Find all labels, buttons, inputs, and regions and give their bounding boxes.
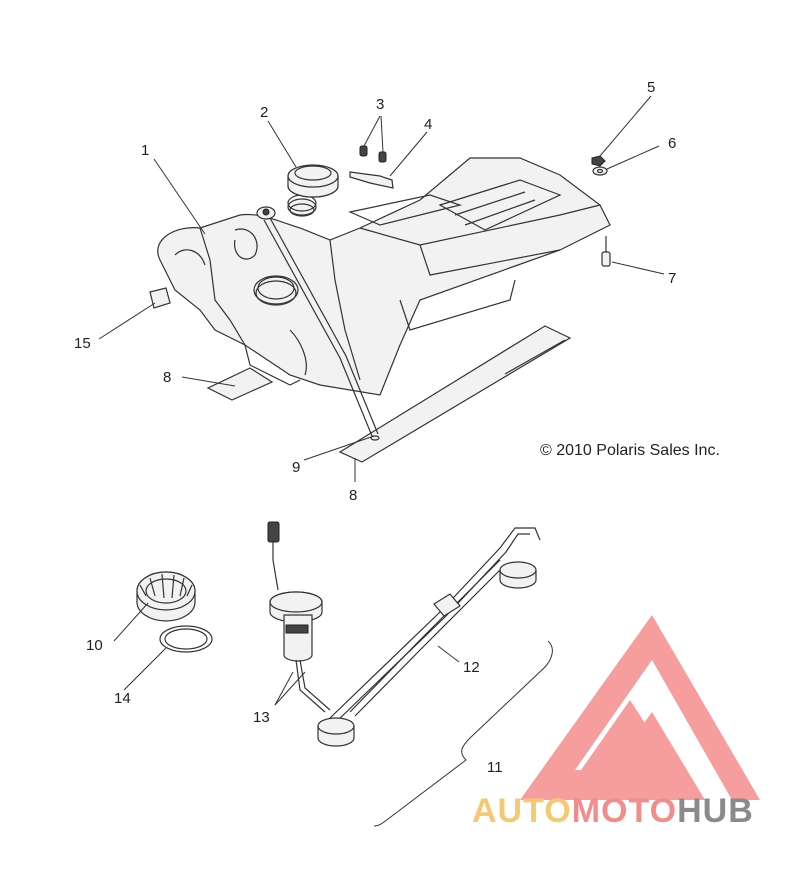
fuel-lines (317, 527, 541, 747)
bolt (601, 236, 611, 267)
pump-opening-ring (253, 275, 299, 306)
callout-10: 10 (86, 637, 103, 654)
fuel-cap (287, 164, 339, 198)
filler-neck (287, 194, 317, 217)
svg-text:AUTOMOTOHUB: AUTOMOTOHUB (472, 792, 754, 830)
callout-11: 11 (487, 759, 503, 776)
warning-label (149, 287, 171, 309)
callout-14: 14 (114, 690, 131, 707)
callout-4: 4 (424, 116, 432, 133)
vent-hose (263, 217, 380, 441)
callout-9: 9 (292, 459, 300, 476)
triangle-mg-logo-icon (520, 615, 760, 800)
callout-5: 5 (647, 79, 655, 96)
callout-3: 3 (376, 96, 384, 113)
logo-word-auto: AUTO (472, 792, 572, 830)
copyright-text: © 2010 Polaris Sales Inc. (540, 442, 720, 459)
callout-labels: 1 2 3 4 5 6 7 8 8 9 10 11 12 13 14 15 (74, 79, 676, 776)
logo-wordmark: AUTOMOTOHUB (472, 792, 754, 830)
screws (359, 145, 387, 163)
nut (591, 155, 606, 167)
callout-8-front: 8 (163, 369, 171, 386)
callout-7: 7 (668, 270, 676, 287)
callout-15: 15 (74, 335, 91, 352)
tank-pad-front (206, 367, 274, 401)
leader-lines (98, 95, 665, 706)
logo-word-moto: MOTO (572, 792, 677, 830)
vent-fitting (256, 206, 276, 220)
washer (592, 166, 608, 176)
bracket (349, 171, 394, 189)
callout-12: 12 (463, 659, 480, 676)
callout-1: 1 (141, 142, 149, 159)
lock-ring (136, 571, 196, 622)
callout-8-rear: 8 (349, 487, 357, 504)
callout-2: 2 (260, 104, 268, 121)
fuel-pump-module (267, 521, 331, 713)
logo-word-hub: HUB (677, 792, 754, 830)
assembly-bracket (373, 640, 553, 827)
pump-gasket (159, 625, 213, 653)
callout-13: 13 (253, 709, 270, 726)
callout-6: 6 (668, 135, 676, 152)
fuel-tank (157, 157, 611, 396)
